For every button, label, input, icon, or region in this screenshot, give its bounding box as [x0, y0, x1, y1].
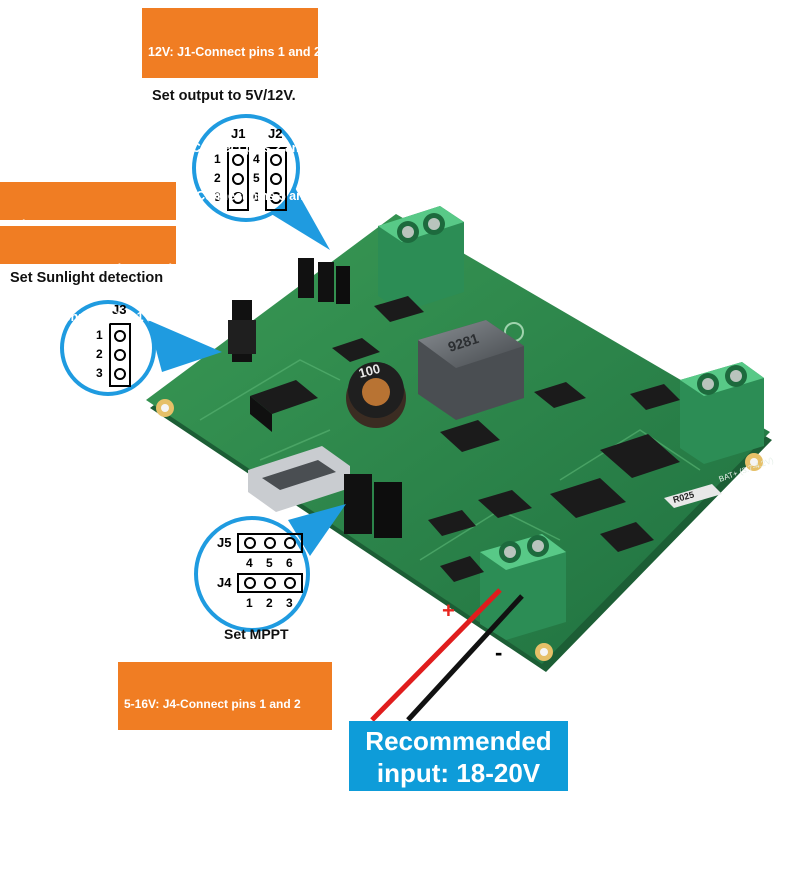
j4-label: J4 — [217, 575, 232, 590]
j1-pin-1: 1 — [214, 152, 221, 166]
input-terminal — [480, 534, 566, 640]
round-inductor: 100 — [346, 361, 406, 428]
j5-label: J5 — [217, 535, 232, 550]
shunt-resistor: R025 — [664, 484, 722, 508]
mppt-line-2: J5-Connect pins 4 and 5 — [180, 745, 319, 759]
usb-c-port — [248, 446, 350, 512]
j2-label: J2 — [268, 126, 283, 141]
product-image: 9281 100 R025 — [0, 8, 775, 855]
board-illustration: 9281 100 R025 — [60, 114, 775, 722]
shielded-inductor: 9281 — [418, 320, 524, 420]
j4-pin-3: 3 — [286, 596, 293, 610]
recommended-line-2: input: 18-20V — [376, 758, 541, 788]
output-line-3: 5V: J1-Connect pins 2 and 3 — [148, 141, 318, 155]
j1-pin-3: 3 — [214, 190, 221, 204]
j4-pin-1: 1 — [246, 596, 253, 610]
recommended-line-1: Recommended — [365, 726, 552, 756]
jumper-j4-j5 — [344, 474, 402, 538]
header-diagram-j1-j2 — [227, 147, 287, 211]
output-line-2: J2-Connect pins 4 and 5 — [178, 93, 322, 107]
output-setting-box: 12V: J1-Connect pins 1 and 2 J2-Connect … — [142, 8, 322, 203]
output-line-4: J2-Connect pins 5 and 6 — [178, 189, 322, 203]
ic-chips — [250, 296, 680, 582]
solar-input-box: Solar IN 5-16V: SET OFF Solar IN 17-24V:… — [0, 182, 179, 280]
j1-label: J1 — [231, 126, 246, 141]
mppt-caption: Set MPPT — [224, 626, 289, 642]
input-wires — [370, 588, 524, 722]
j3-label: J3 — [112, 302, 127, 317]
jumper-j1-j2 — [298, 258, 350, 304]
mppt-setting-box: 5-16V: J4-Connect pins 1 and 2 J5-Connec… — [118, 662, 332, 855]
j5-pin-6: 6 — [286, 556, 293, 570]
j3-jumper-box: OFF: J3-Connect pins 2 and 3 ON: J3-Conn… — [0, 226, 182, 324]
j2-pin-5: 5 — [253, 171, 260, 185]
j3-pin-3: 3 — [96, 366, 103, 380]
j1-pin-2: 2 — [214, 171, 221, 185]
output-line-1: 12V: J1-Connect pins 1 and 2 — [148, 45, 321, 59]
j3-line-1: OFF: J3-Connect pins 2 and 3 — [6, 262, 183, 276]
battery-terminal-right — [680, 362, 764, 464]
mppt-line-4: J5-Connect pins 5 and 6 — [180, 841, 319, 855]
output-terminal-top — [378, 206, 464, 312]
j5-pin-4: 4 — [246, 556, 253, 570]
output-caption: Set output to 5V/12V. — [152, 88, 296, 104]
j3-line-2: ON: J3-Connect pins 1 and 2 — [6, 310, 180, 324]
j3-pin-1: 1 — [96, 328, 103, 342]
j5-pin-5: 5 — [266, 556, 273, 570]
mppt-line-1: 5-16V: J4-Connect pins 1 and 2 — [124, 697, 301, 711]
recommended-input-box: Recommended input: 18-20V — [349, 721, 568, 791]
mppt-line-3: 17-24V: J4-Connect pins 2 and 3 — [124, 793, 308, 807]
jumper-j3 — [228, 300, 256, 362]
header-diagram-j4-j5 — [237, 533, 303, 593]
sunlight-caption: Set Sunlight detection — [10, 270, 164, 286]
j3-pin-2: 2 — [96, 347, 103, 361]
positive-marker: + — [442, 598, 455, 623]
negative-marker: - — [495, 640, 503, 665]
j2-pin-4: 4 — [253, 152, 260, 166]
solar-line-2: Solar IN 17-24V: SET ON/OFF — [6, 266, 179, 280]
header-diagram-j3 — [109, 323, 131, 387]
j4-pin-2: 2 — [266, 596, 273, 610]
inductor-value: 100 — [357, 361, 382, 381]
j2-pin-6: 6 — [253, 190, 260, 204]
